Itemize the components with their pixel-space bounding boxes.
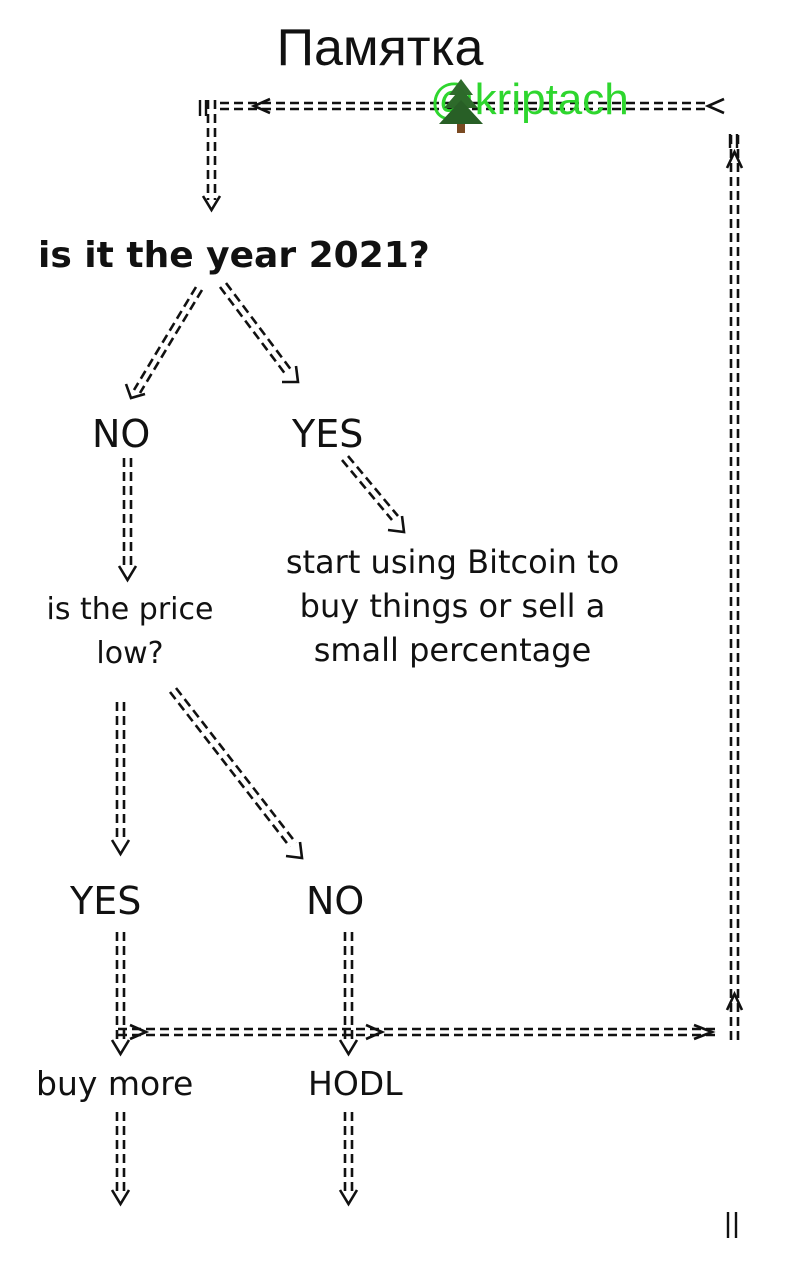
arrowhead-right [129, 1023, 150, 1041]
branch-no-1: NO [92, 412, 151, 456]
arrowhead-down [387, 515, 406, 534]
arrowhead-up [725, 990, 744, 1011]
arrowhead-down [285, 841, 304, 860]
arrowhead-down [124, 383, 146, 400]
arrowhead-right [693, 1023, 716, 1041]
page-title: Памятка [276, 19, 484, 77]
arrowhead-down [110, 1189, 131, 1207]
loop-right-line [729, 132, 740, 1040]
arrowhead-up [725, 148, 744, 169]
branch-yes-1: YES [292, 412, 364, 456]
arrowhead-down [338, 1039, 359, 1057]
arrowhead-down [201, 195, 222, 213]
action-buy-more: buy more [36, 1064, 194, 1103]
arrow-q2-to-yes [115, 702, 126, 842]
arrowhead-right [365, 1023, 386, 1041]
arrow-q2-to-no [168, 687, 298, 848]
arrowhead-down [282, 365, 300, 384]
arrow-q1-to-no [132, 286, 204, 394]
arrow-no-to-hodl [343, 932, 354, 1042]
evergreen-tree-icon [439, 79, 483, 133]
arrowhead-left [704, 97, 725, 115]
arrowhead-down [338, 1189, 359, 1207]
arrow-no-to-question-2 [122, 458, 133, 568]
yes-action-text: start using Bitcoin to buy things or sel… [285, 543, 620, 669]
arrow-to-question-1 [206, 100, 217, 200]
loop-bottom-line [118, 1027, 716, 1037]
arrowhead-down [110, 839, 131, 857]
arrowhead-down [117, 565, 138, 583]
branch-yes-2: YES [70, 879, 142, 923]
arrow-buy-to-loop [115, 1112, 126, 1192]
arrow-hodl-to-loop [343, 1112, 354, 1192]
branch-no-2: NO [306, 879, 365, 923]
arrow-yes-to-buy [115, 932, 126, 1042]
arrow-yes-to-action [341, 455, 399, 521]
arrowhead-left [250, 97, 271, 115]
question-year-2021: is it the year 2021? [38, 235, 430, 276]
question-price-low: is the price low? [46, 592, 214, 671]
double-bar-marker [198, 100, 739, 1238]
arrow-q1-to-yes [218, 282, 294, 376]
action-hodl: HODL [308, 1064, 403, 1103]
arrowhead-down [110, 1039, 131, 1057]
